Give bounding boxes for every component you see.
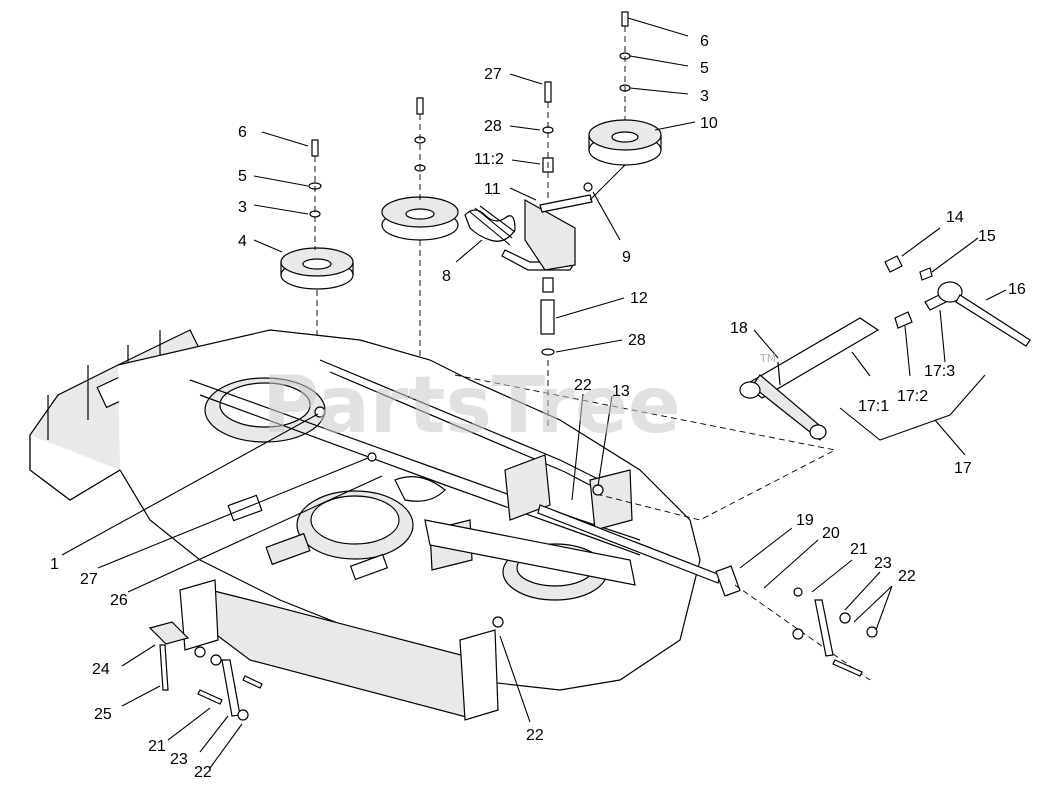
watermark: PartsTree TM xyxy=(262,352,776,451)
chain-left xyxy=(148,621,263,721)
callout-3-left: 3 xyxy=(238,199,247,216)
watermark-text: PartsTree xyxy=(262,361,681,451)
callout-21-bottom: 21 xyxy=(148,738,166,755)
callout-28-mid: 28 xyxy=(628,332,646,349)
leader-lines xyxy=(61,17,1007,769)
callout-16: 16 xyxy=(1008,281,1026,298)
callout-11-2: 11:2 xyxy=(474,151,504,168)
callout-8: 8 xyxy=(442,268,451,285)
callout-17: 17 xyxy=(954,460,972,477)
pulley-10 xyxy=(588,11,662,201)
callout-23-right: 23 xyxy=(874,555,892,572)
callout-5-top: 5 xyxy=(700,60,709,77)
chain-right xyxy=(792,587,878,677)
callout-20: 20 xyxy=(822,525,840,542)
mower-deck xyxy=(29,329,701,721)
watermark-trademark: TM xyxy=(759,352,776,365)
callout-12: 12 xyxy=(630,290,648,307)
callout-17-1: 17:1 xyxy=(858,398,889,415)
callout-25: 25 xyxy=(94,706,112,723)
callout-17-3: 17:3 xyxy=(924,363,955,380)
adjuster-rod-assembly xyxy=(739,255,1031,441)
callout-14: 14 xyxy=(946,209,964,226)
callout-22-top: 22 xyxy=(574,377,592,394)
callout-19: 19 xyxy=(796,512,814,529)
callout-6-top: 6 xyxy=(700,33,709,50)
callout-3-top: 3 xyxy=(700,88,709,105)
spring-and-idler-arm xyxy=(464,81,593,430)
callout-23-bottom: 23 xyxy=(170,751,188,768)
pulley-4 xyxy=(280,139,354,340)
callout-27-top: 27 xyxy=(484,66,502,83)
pulley-center xyxy=(381,97,459,360)
callout-27-left: 27 xyxy=(80,571,98,588)
callout-17-2: 17:2 xyxy=(897,388,928,405)
callout-1: 1 xyxy=(50,556,59,573)
callout-18: 18 xyxy=(730,320,748,337)
callout-22-lower: 22 xyxy=(194,764,212,781)
callout-15: 15 xyxy=(978,228,996,245)
callout-4: 4 xyxy=(238,233,247,250)
callout-21-right: 21 xyxy=(850,541,868,558)
callout-9: 9 xyxy=(622,249,631,266)
callout-28-top: 28 xyxy=(484,118,502,135)
callout-24: 24 xyxy=(92,661,110,678)
callout-10: 10 xyxy=(700,115,718,132)
callout-6-left: 6 xyxy=(238,124,247,141)
callout-5-left: 5 xyxy=(238,168,247,185)
callout-22-right: 22 xyxy=(898,568,916,585)
callout-26: 26 xyxy=(110,592,128,609)
callout-22-bottom: 22 xyxy=(526,727,544,744)
callout-labels: 6 5 3 10 27 28 11:2 11 9 6 5 3 4 8 12 28… xyxy=(50,33,1026,781)
callout-11: 11 xyxy=(484,181,501,198)
callout-13: 13 xyxy=(612,383,630,400)
